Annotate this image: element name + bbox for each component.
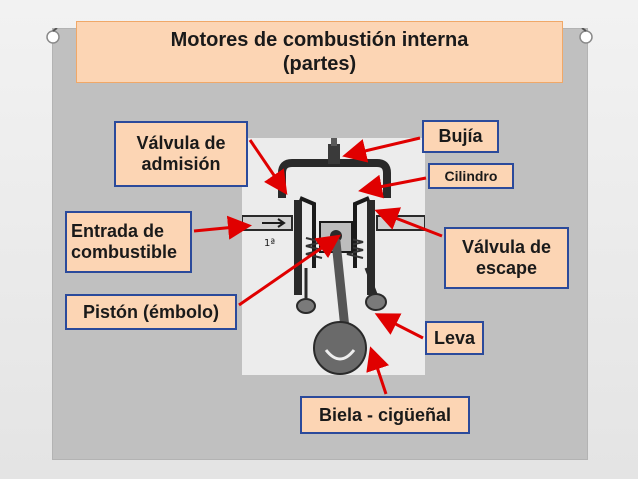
label-valvula-escape-line1: Válvula de: [461, 237, 552, 257]
label-bujia: Bujía: [422, 120, 499, 153]
label-valvula-escape-line2: escape: [475, 258, 538, 278]
label-cilindro: Cilindro: [428, 163, 514, 189]
label-entrada-combustible-line2: combustible: [71, 242, 178, 262]
label-entrada-combustible-line1: Entrada de: [71, 221, 165, 241]
engine-drawing: 1ª: [241, 138, 426, 375]
label-leva: Leva: [425, 321, 484, 355]
label-valvula-admision: Válvula de admisión: [114, 121, 248, 187]
spark-plug-shape: [328, 144, 340, 164]
title-line-2: (partes): [282, 53, 357, 75]
label-biela: Biela - cigüeñal: [300, 396, 470, 434]
label-valvula-admision-line2: admisión: [141, 154, 221, 174]
pin-icon-right: [579, 28, 593, 44]
label-piston: Pistón (émbolo): [65, 294, 237, 330]
stroke-mark: 1ª: [264, 238, 275, 249]
pin-icon-left: [46, 28, 60, 44]
label-entrada-combustible: Entrada de combustible: [65, 211, 192, 273]
slide-title: Motores de combustión interna (partes): [76, 21, 563, 83]
label-valvula-admision-line1: Válvula de: [136, 133, 226, 153]
label-valvula-escape: Válvula de escape: [444, 227, 569, 289]
title-line-1: Motores de combustión interna: [170, 29, 469, 51]
engine-diagram: 1ª: [241, 138, 426, 375]
